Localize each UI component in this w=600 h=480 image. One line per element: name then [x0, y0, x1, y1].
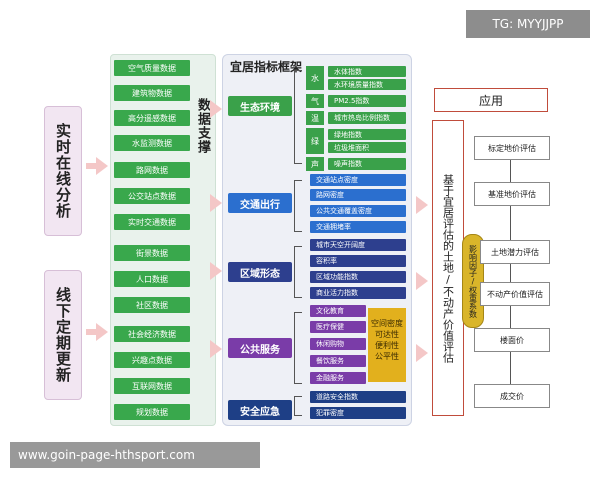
data-item-air: 空气质量数据 [114, 60, 190, 76]
bracket-eco [294, 70, 302, 164]
data-item-building: 建筑物数据 [114, 85, 190, 101]
arrow-offline [96, 323, 108, 341]
bracket-public [294, 312, 302, 384]
eco-item-water-quality: 水环境质量指数 [328, 79, 406, 90]
data-item-bus: 公交站点数据 [114, 188, 190, 204]
eco-letter-green: 绿 [306, 128, 324, 154]
arrow-realtime-body [86, 163, 96, 169]
bracket-traffic [294, 180, 302, 232]
public-item-finance: 金融服务 [310, 372, 366, 384]
eco-letter-water: 水 [306, 66, 324, 90]
traffic-item-stations: 交通站点密度 [310, 174, 406, 186]
data-item-street: 街景数据 [114, 245, 190, 261]
arrow-realtime [96, 157, 108, 175]
eco-item-garbage: 垃圾堆面积 [328, 142, 406, 153]
form-item-commerce: 商业活力指数 [310, 287, 406, 299]
public-side-box: 空间密度 可达性 便利性 公平性 [368, 308, 406, 382]
eval-land-potential: 土地潜力评估 [480, 240, 550, 264]
eval-standard-land-price: 标定地价评估 [474, 136, 550, 160]
bracket-form [294, 246, 302, 298]
traffic-item-coverage: 公共交通覆盖密度 [310, 205, 406, 217]
data-item-road: 路网数据 [114, 162, 190, 178]
form-item-function: 区域功能指数 [310, 271, 406, 283]
form-item-sky: 城市天空开阔度 [310, 239, 406, 251]
offline-update-label: 线下定期更新 [44, 270, 82, 400]
category-eco: 生态环境 [228, 96, 292, 116]
arrow-data-2 [210, 194, 222, 212]
eco-letter-air: 气 [306, 94, 324, 108]
safety-item-crime: 犯罪密度 [310, 407, 406, 419]
safety-item-road: 道路安全指数 [310, 391, 406, 403]
eco-item-pm25: PM2.5指数 [328, 95, 406, 107]
eco-item-water-index: 水体指数 [328, 66, 406, 77]
arrow-data-3 [210, 262, 222, 280]
eco-item-heat-island: 城市热岛比例指数 [328, 112, 406, 124]
core-evaluation-box: 基于宜居评估的土地/不动产价值评估 [432, 120, 464, 416]
arrow-fw-3 [416, 344, 428, 362]
arrow-fw-2 [416, 272, 428, 290]
arrow-fw-1 [416, 196, 428, 214]
eval-benchmark-land-price: 基准地价评估 [474, 182, 550, 206]
watermark-bottom-left: www.goin-page-hthsport.com [10, 442, 260, 468]
factor-oval: 影响因子/权重系数 [462, 234, 484, 328]
data-item-internet: 互联网数据 [114, 378, 190, 394]
eco-letter-noise: 声 [306, 157, 324, 171]
category-public: 公共服务 [228, 338, 292, 358]
data-item-population: 人口数据 [114, 271, 190, 287]
data-item-traffic: 实时交通数据 [114, 214, 190, 230]
arrow-data-1 [210, 100, 222, 118]
arrow-data-4 [210, 340, 222, 358]
watermark-top-right: TG: MYYJJPP [466, 10, 590, 38]
eco-item-noise: 噪声指数 [328, 158, 406, 170]
framework-title: 宜居指标框架 [230, 60, 303, 74]
public-item-education: 文化教育 [310, 305, 366, 317]
eval-floor-price: 楼面价 [474, 328, 550, 352]
eval-connector-line [510, 148, 511, 398]
traffic-item-road-density: 路网密度 [310, 189, 406, 201]
data-item-water: 水监测数据 [114, 135, 190, 151]
data-support-title: 数据支撑 [195, 98, 210, 154]
data-item-remote: 高分遥感数据 [114, 110, 190, 126]
data-item-community: 社区数据 [114, 297, 190, 313]
public-item-medical: 医疗保健 [310, 321, 366, 333]
arrow-offline-body [86, 329, 96, 335]
data-item-economy: 社会经济数据 [114, 326, 190, 342]
bracket-safety [294, 396, 302, 416]
eval-real-estate-value: 不动产价值评估 [480, 282, 550, 306]
eval-transaction-price: 成交价 [474, 384, 550, 408]
category-form: 区域形态 [228, 262, 292, 282]
data-item-poi: 兴趣点数据 [114, 352, 190, 368]
realtime-analysis-label: 实时在线分析 [44, 106, 82, 236]
category-safety: 安全应急 [228, 400, 292, 420]
traffic-item-congestion: 交通拥堵率 [310, 221, 406, 233]
data-item-planning: 规划数据 [114, 404, 190, 420]
application-title: 应用 [434, 88, 548, 112]
eco-letter-temp: 温 [306, 111, 324, 125]
category-traffic: 交通出行 [228, 193, 292, 213]
form-item-far: 容积率 [310, 255, 406, 267]
eco-item-greenland: 绿地指数 [328, 129, 406, 140]
public-item-shopping: 休闲购物 [310, 338, 366, 350]
public-item-dining: 餐饮服务 [310, 355, 366, 367]
